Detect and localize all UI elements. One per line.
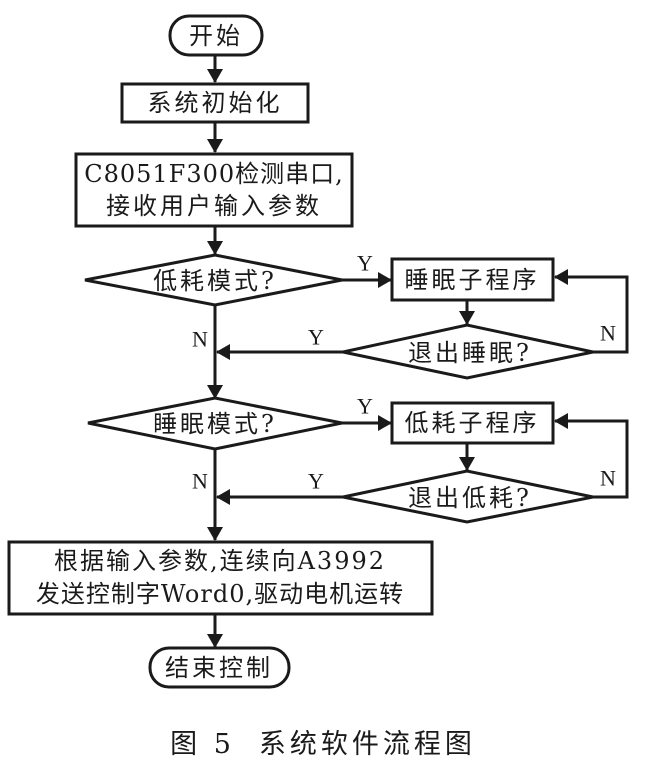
edge-label-exitlow-yes: Y [308,469,324,494]
edge-label-exitlow-no: N [600,466,616,491]
exit-sleep-text: 退出睡眠? [408,339,532,367]
figure-caption: 图 5 系统软件流程图 [0,722,646,761]
detect-process: C8051F300检测串口, 接收用户输入参数 [74,152,354,228]
sleep-mode-text: 睡眠模式? [153,410,277,438]
edge-label-lowpower-yes: Y [357,251,373,276]
edge-label-exitsleep-no: N [600,321,616,346]
edge-label-lowpower-no: N [192,327,208,352]
edge-label-exitsleep-yes: Y [308,325,324,350]
sleep-mode-decision: 睡眠模式? [87,396,343,451]
end-text: 结束控制 [165,654,273,682]
start-text: 开始 [189,22,243,50]
low-power-mode-text: 低耗模式? [153,267,277,295]
sleep-subroutine-text: 睡眠子程序 [405,266,540,294]
edge-label-sleepmode-yes: Y [357,394,373,419]
edge-label-sleepmode-no: N [192,469,208,494]
send-control-text-line1: 根据输入参数,连续向A3992 [54,547,386,575]
exit-sleep-decision: 退出睡眠? [342,323,594,380]
init-text: 系统初始化 [148,89,283,117]
connectors [207,55,629,648]
low-power-mode-decision: 低耗模式? [84,253,343,307]
figure-title: 系统软件流程图 [258,729,476,760]
detect-text-line2: 接收用户输入参数 [106,192,322,220]
low-power-subroutine-text: 低耗子程序 [405,409,540,437]
low-power-subroutine-process: 低耗子程序 [390,401,555,445]
send-control-text-line2: 发送控制字Word0,驱动电机运转 [36,580,404,608]
init-process: 系统初始化 [120,82,310,124]
start-terminal: 开始 [168,14,264,57]
detect-text-line1: C8051F300检测串口, [84,160,344,188]
exit-low-power-text: 退出低耗? [408,484,532,512]
exit-low-power-decision: 退出低耗? [342,469,594,524]
end-terminal: 结束控制 [148,646,291,689]
edge-exitsleep-no-loop [554,269,629,354]
figure-number: 图 5 [170,729,235,760]
send-control-process: 根据输入参数,连续向A3992 发送控制字Word0,驱动电机运转 [7,540,434,616]
sleep-subroutine-process: 睡眠子程序 [390,257,555,302]
edge-exitlow-no-loop [554,413,629,499]
